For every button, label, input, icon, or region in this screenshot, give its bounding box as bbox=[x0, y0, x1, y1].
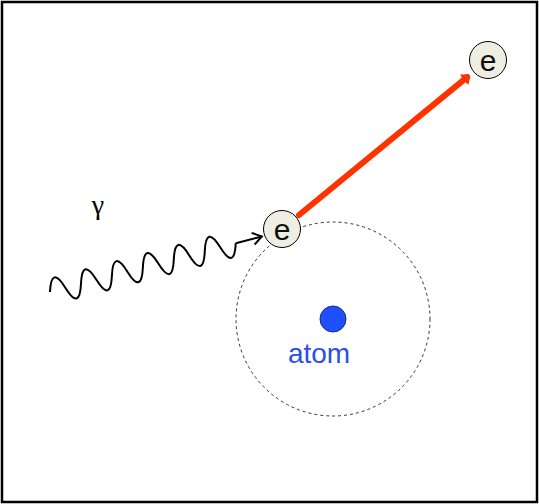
wave-line bbox=[47, 231, 239, 305]
photon-symbol: γ bbox=[92, 191, 104, 219]
electron-circle: e bbox=[263, 210, 301, 248]
atom-label: atom bbox=[288, 340, 350, 368]
nucleus bbox=[320, 306, 346, 332]
electron-path-arrow bbox=[299, 77, 467, 215]
atom-dashed-circle bbox=[236, 222, 430, 416]
photon-wave bbox=[47, 224, 265, 305]
electron-label: e bbox=[274, 216, 291, 243]
atom-shell: atom bbox=[235, 221, 431, 417]
wave-head bbox=[252, 231, 264, 245]
atom-outline bbox=[235, 221, 431, 417]
electron-circle: e bbox=[469, 41, 507, 79]
electron-label: e bbox=[480, 47, 497, 74]
